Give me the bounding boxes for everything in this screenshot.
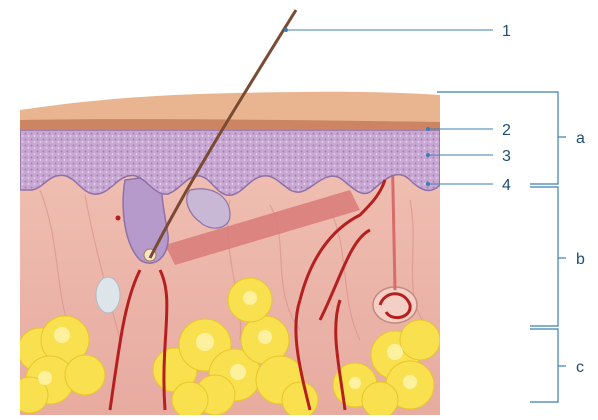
labels: 1 2 3 4 a b c xyxy=(502,23,585,376)
leader-dot-2 xyxy=(426,127,430,131)
bracket-c xyxy=(530,329,558,402)
label-4: 4 xyxy=(502,177,511,194)
epidermis-layer xyxy=(20,130,440,195)
label-b: b xyxy=(576,251,585,268)
dermis-spot xyxy=(116,216,121,221)
label-3: 3 xyxy=(502,148,511,165)
label-1: 1 xyxy=(502,23,511,40)
label-2: 2 xyxy=(502,122,511,139)
leader-dot-3 xyxy=(426,153,430,157)
label-c: c xyxy=(576,359,584,376)
leader-dot-1 xyxy=(284,28,288,32)
leader-dot-4 xyxy=(426,182,430,186)
skin-block xyxy=(12,92,440,415)
bracket-a xyxy=(437,92,558,184)
pacinian-corpuscle xyxy=(96,277,120,313)
bracket-b xyxy=(530,187,558,326)
label-a: a xyxy=(576,130,585,147)
